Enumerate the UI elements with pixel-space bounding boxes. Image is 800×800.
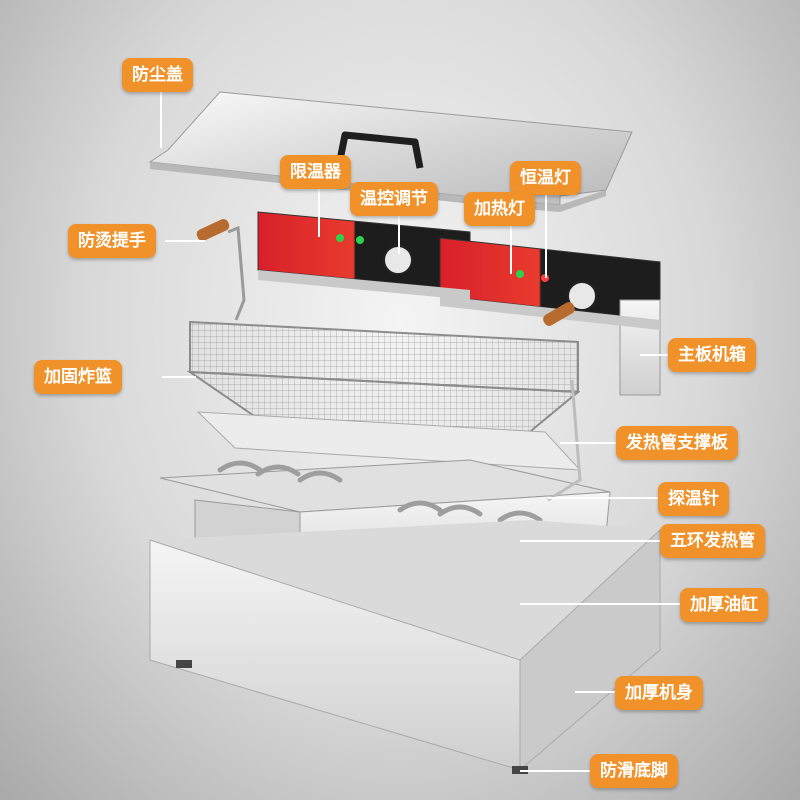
leader-tube (520, 540, 660, 542)
leader-tank (520, 603, 680, 605)
label-anti-slip-feet: 防滑底脚 (590, 754, 678, 788)
leader-body (575, 691, 615, 693)
reinforced-basket (186, 219, 581, 442)
indicator-light-icon (336, 234, 344, 242)
main-control-box (257, 211, 661, 396)
label-thick-oil-tank: 加厚油缸 (680, 588, 768, 622)
temperature-knob-icon (567, 281, 597, 311)
leader-handle (165, 240, 205, 242)
anti-scald-handle (196, 219, 230, 241)
anti-slip-foot (176, 660, 192, 668)
leader-feet (520, 770, 590, 772)
leader-probe (548, 497, 658, 499)
label-reinforced-basket: 加固炸篮 (34, 360, 122, 394)
leader-heating-light (510, 224, 512, 274)
label-dust-cover: 防尘盖 (122, 58, 193, 92)
indicator-light-icon (356, 236, 364, 244)
five-ring-heating-tube (217, 460, 543, 523)
label-main-control-box: 主板机箱 (668, 338, 756, 372)
label-five-ring-heating-tube: 五环发热管 (660, 524, 765, 558)
indicator-light-icon (516, 270, 524, 278)
leader-temp-control (398, 214, 400, 254)
leader-basket (162, 376, 196, 378)
temperature-probe (547, 379, 582, 502)
label-constant-temp-light: 恒温灯 (510, 161, 581, 195)
indicator-light-icon (541, 274, 549, 282)
lid-handle-icon (336, 131, 424, 169)
label-heating-light: 加热灯 (464, 192, 535, 226)
thick-body (149, 520, 661, 774)
leader-constant-temp-light (545, 192, 547, 278)
label-anti-scald-handle: 防烫提手 (68, 224, 156, 258)
leader-main-box (640, 354, 668, 356)
label-temp-probe: 探温针 (658, 482, 729, 516)
label-temp-control: 温控调节 (350, 182, 438, 216)
label-heating-tube-support: 发热管支撑板 (616, 426, 738, 460)
label-thick-body: 加厚机身 (615, 676, 703, 710)
leader-temp-limiter (318, 187, 320, 237)
leader-support (560, 442, 616, 444)
label-temp-limiter: 限温器 (280, 155, 351, 189)
anti-scald-handle (543, 302, 575, 326)
leader-dust-cover (160, 88, 162, 148)
